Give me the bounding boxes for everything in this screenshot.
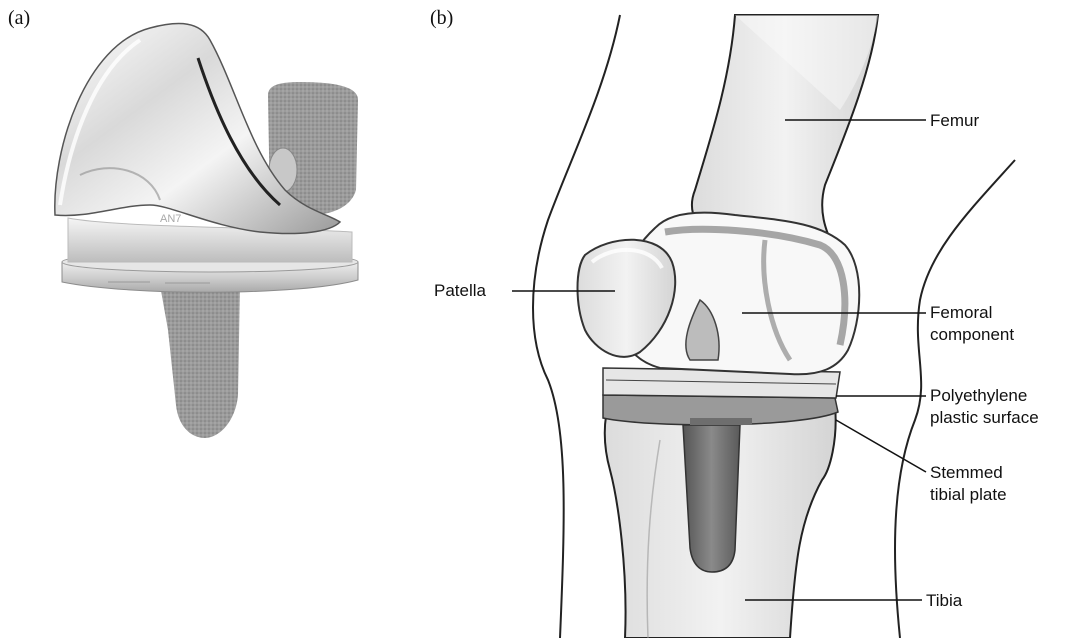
label-poly-line2: plastic surface (930, 407, 1039, 429)
label-femur: Femur (930, 110, 979, 132)
label-tibial-line2: tibial plate (930, 484, 1007, 506)
label-femoral-line2: component (930, 324, 1014, 346)
label-femoral-line1: Femoral (930, 302, 1014, 324)
label-patella: Patella (434, 280, 486, 302)
label-polyethylene: Polyethylene plastic surface (930, 385, 1039, 429)
label-poly-line1: Polyethylene (930, 385, 1039, 407)
label-stemmed-tibial-plate: Stemmed tibial plate (930, 462, 1007, 506)
panel-a-label: (a) (8, 8, 30, 28)
label-tibia: Tibia (926, 590, 962, 612)
label-femoral-component: Femoral component (930, 302, 1014, 346)
tibial-stem (160, 285, 240, 438)
engraving-mark: AN7 (160, 213, 181, 225)
implant-photo: AN7 (55, 24, 358, 438)
panel-b-label: (b) (430, 8, 453, 28)
tibial-stem-implant (683, 425, 740, 572)
label-tibial-line1: Stemmed (930, 462, 1007, 484)
